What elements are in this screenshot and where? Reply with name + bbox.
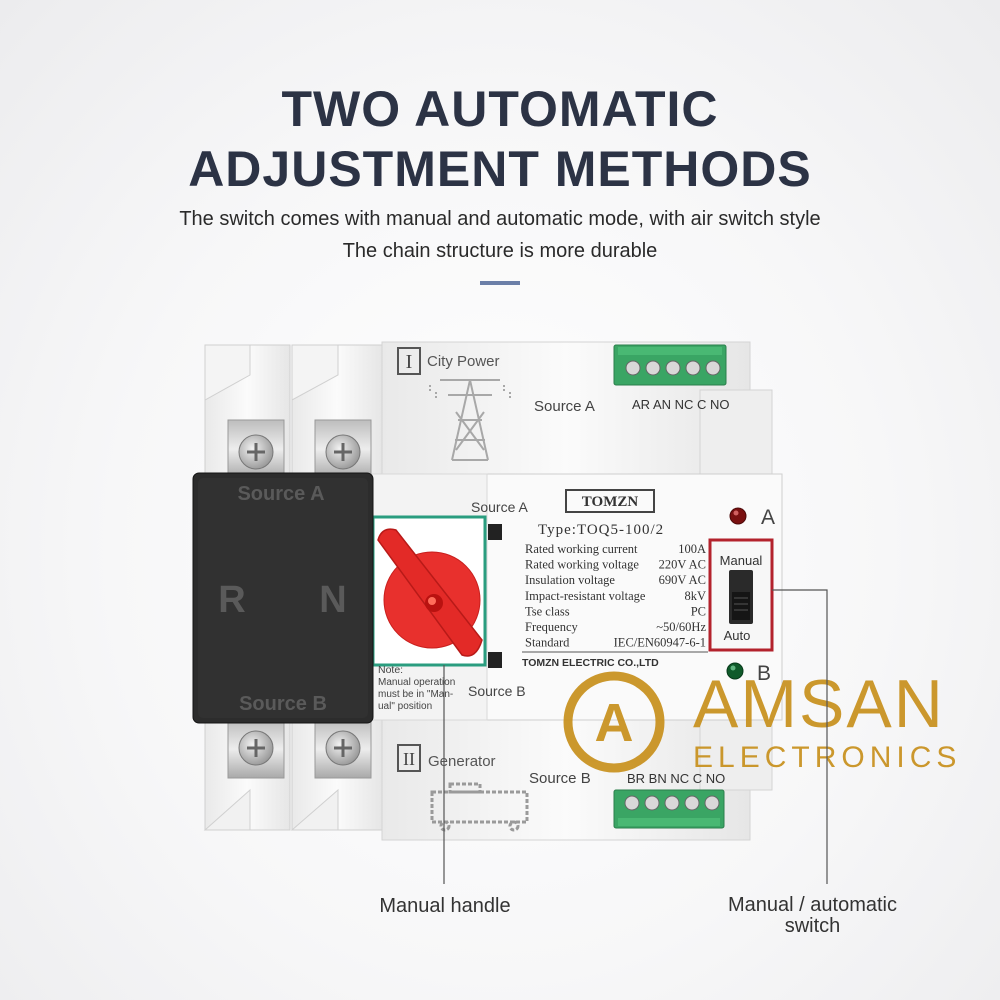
spec-value: 220V AC (659, 558, 706, 572)
manual-auto-switch[interactable]: Manual Auto (708, 538, 774, 652)
spec-label: Rated working voltage (525, 558, 639, 572)
subtitle-line-1: The switch comes with manual and automat… (179, 208, 821, 230)
top-roman-numeral: I (406, 351, 413, 373)
callout-manual-handle: Manual handle (379, 895, 511, 917)
bottom-source-label: Source B (529, 770, 591, 787)
maker-label: TOMZN ELECTRIC CO.,LTD (522, 657, 659, 669)
breaker-n-label: N (319, 579, 346, 621)
note-line-1: Manual operation (378, 677, 455, 688)
power-tower-icon (429, 379, 511, 461)
city-power-label: City Power (427, 353, 500, 370)
top-green-terminal-block (613, 344, 727, 386)
spec-value: 8kV (684, 589, 706, 603)
front-source-b: Source B (468, 683, 526, 699)
callout-switch-line-2: switch (784, 915, 841, 937)
spec-value: 100A (678, 542, 706, 556)
note-line-2: must be in "Man- (378, 689, 453, 700)
watermark-name: AMSAN (693, 666, 945, 742)
generator-icon (430, 782, 529, 832)
top-source-label: Source A (534, 398, 595, 415)
spec-label: Rated working current (525, 542, 638, 556)
bottom-roman-numeral: II (403, 749, 415, 769)
breaker-r-label: R (218, 579, 245, 621)
type-label: Type:TOQ5-100/2 (538, 522, 664, 538)
subtitle-line-2: The chain structure is more durable (342, 240, 658, 262)
top-module: I City Power Source A AR AN NC C NO (381, 341, 773, 475)
spec-label: Impact-resistant voltage (525, 589, 646, 603)
amsan-watermark: A AMSAN ELECTRONICS (563, 666, 961, 774)
spec-label: Tse class (525, 604, 570, 618)
switch-auto-label: Auto (724, 628, 751, 643)
switch-manual-label: Manual (720, 553, 763, 568)
bottom-module: II Generator Source B BR BN NC C NO (381, 719, 773, 841)
headline-line-1: TWO AUTOMATIC (281, 81, 719, 137)
accent-divider (480, 281, 520, 285)
headline-line-2: ADJUSTMENT METHODS (188, 141, 812, 197)
black-breaker-cover: Source A R N Source B (192, 472, 374, 724)
bottom-terminal-labels: BR BN NC C NO (627, 771, 725, 786)
spec-value: PC (691, 604, 706, 618)
indicators: A B (726, 506, 775, 685)
watermark-emblem: A (595, 693, 634, 753)
spec-value: ~50/60Hz (656, 620, 706, 634)
breaker-source-a: Source A (237, 483, 324, 505)
top-terminal-labels: AR AN NC C NO (632, 397, 730, 412)
front-source-a: Source A (471, 499, 528, 515)
spec-value: 690V AC (659, 573, 706, 587)
brand-label: TOMZN (582, 494, 639, 510)
bottom-green-terminal-block (613, 789, 725, 829)
generator-label: Generator (428, 753, 496, 770)
breaker-source-b: Source B (239, 693, 327, 715)
spec-label: Standard (525, 636, 570, 650)
nameplate: TOMZN Type:TOQ5-100/2 Rated working curr… (522, 489, 708, 669)
spec-value: IEC/EN60947-6-1 (614, 636, 706, 650)
spec-label: Insulation voltage (525, 573, 615, 587)
top-terminal-screws (227, 419, 372, 479)
indicator-a-label: A (761, 506, 775, 529)
manual-handle[interactable]: Note: Manual operation must be in "Man- … (371, 515, 487, 712)
callout-switch-line-1: Manual / automatic (728, 894, 897, 916)
spec-table: Rated working current 100A Rated working v… (525, 542, 706, 650)
spec-label: Frequency (525, 620, 579, 634)
callout-manual-auto-switch: Manual / automatic switch (705, 895, 920, 937)
bottom-terminal-screws (227, 719, 372, 779)
note-title: Note: (378, 664, 403, 676)
indicator-b-label: B (757, 662, 771, 685)
callout-leaders (443, 589, 828, 884)
watermark-tagline: ELECTRONICS (693, 741, 961, 774)
note-line-3: ual" position (378, 701, 432, 712)
